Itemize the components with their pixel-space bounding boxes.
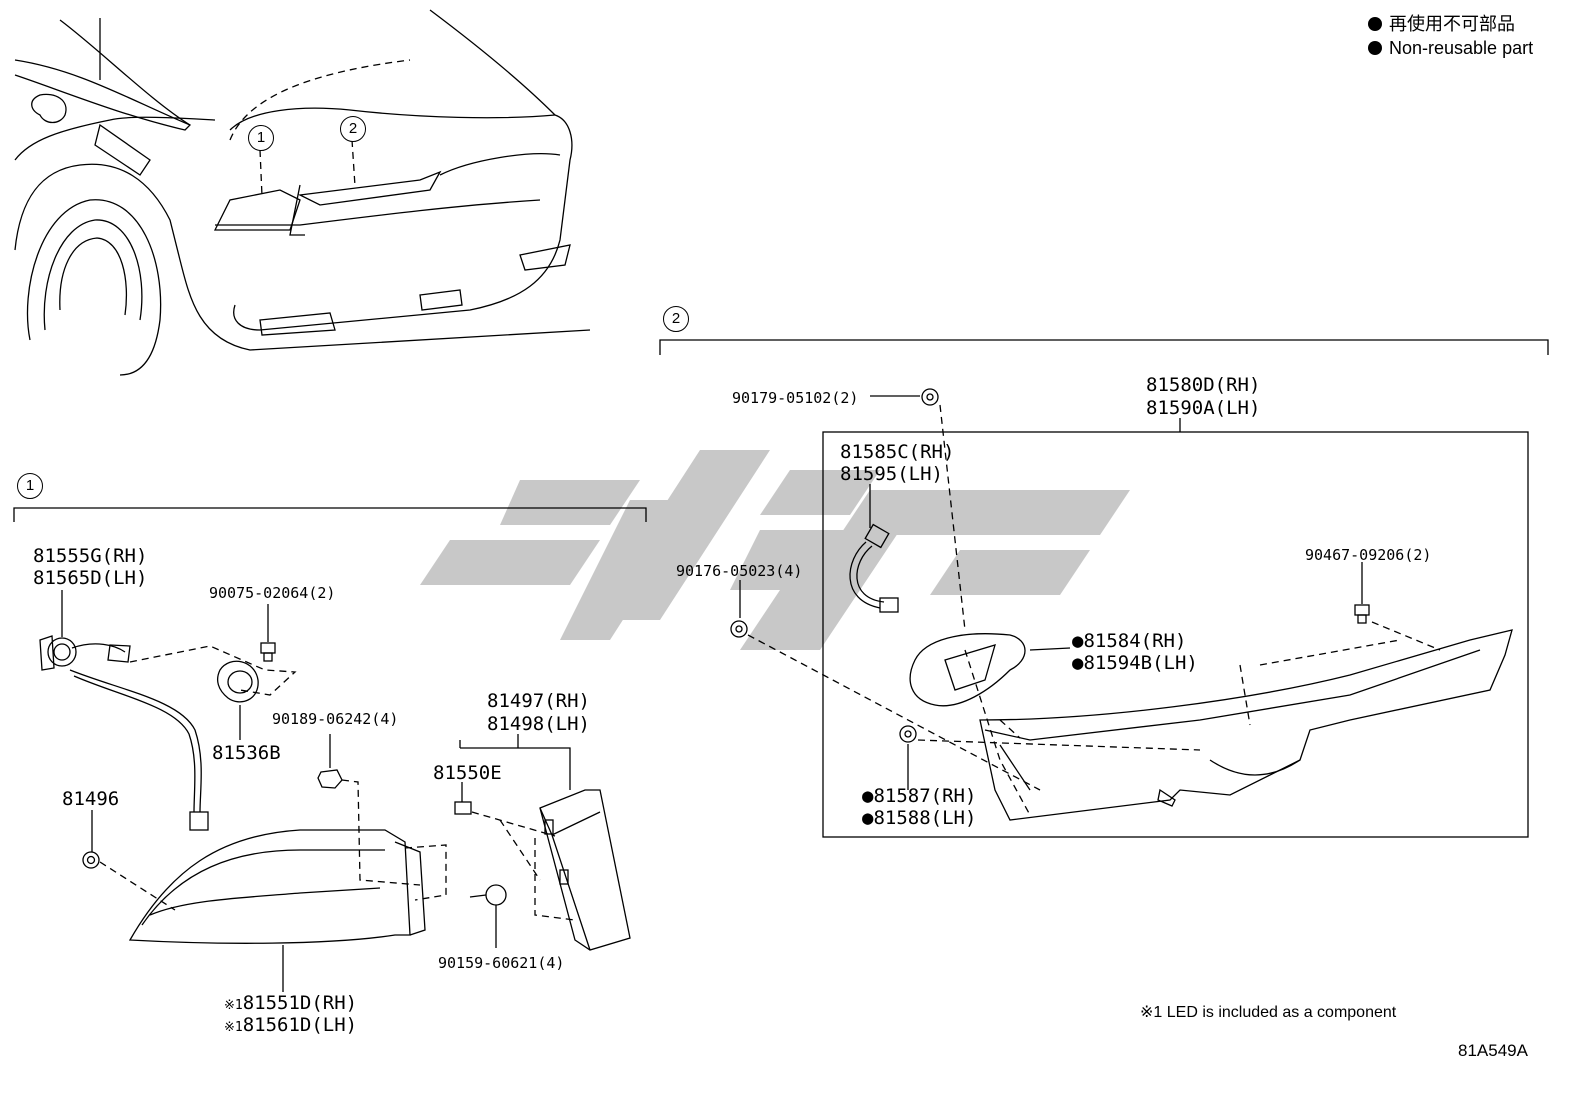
label-81550E[interactable]: 81550E [433, 762, 502, 784]
label-81551D[interactable]: ※181551D(RH) [224, 992, 357, 1017]
non-reusable-dot-icon [1368, 17, 1382, 31]
group1-bracket [13, 507, 647, 522]
overview-leaders [229, 59, 411, 197]
label-81536B[interactable]: 81536B [212, 742, 281, 764]
ref-circle-1-overview: 1 [248, 125, 274, 151]
label-81565D[interactable]: 81565D(LH) [33, 567, 148, 589]
garnish-lamp-81580D [979, 418, 1513, 821]
non-reusable-dot-icon: ● [862, 785, 874, 807]
seal-81587 [899, 725, 917, 790]
socket-wire-81555G [39, 590, 209, 831]
watermark-logo [420, 450, 1130, 650]
non-reusable-dot-icon [1368, 41, 1382, 55]
label-90176[interactable]: 90176-05023(4) [676, 562, 803, 580]
screw-90159 [469, 884, 507, 948]
legend-en-text: Non-reusable part [1389, 38, 1534, 58]
label-90159[interactable]: 90159-60621(4) [438, 954, 565, 972]
label-81584-text: 81584(RH) [1083, 630, 1187, 652]
socket-81536B [217, 660, 259, 740]
legend-jp: 再使用不可部品 [1368, 12, 1533, 36]
legend: 再使用不可部品 Non-reusable part [1368, 12, 1533, 60]
label-81588-text: 81588(LH) [873, 807, 977, 829]
group2-frame [822, 431, 1529, 838]
rear-lamp-81551D [128, 829, 426, 992]
clip-90467 [1354, 562, 1370, 624]
label-81585C[interactable]: 81585C(RH) [840, 441, 955, 463]
nut-90179 [870, 388, 939, 406]
non-reusable-dot-icon: ● [1072, 630, 1084, 652]
led-star-mark: ※1 [224, 1020, 243, 1035]
non-reusable-dot-icon: ● [862, 807, 874, 829]
label-81595[interactable]: 81595(LH) [840, 463, 943, 485]
label-81561D-text: 81561D(LH) [242, 1014, 358, 1036]
led-star-mark: ※1 [224, 998, 243, 1013]
ref-circle-1-group: 1 [17, 473, 43, 499]
label-90075[interactable]: 90075-02064(2) [209, 584, 336, 602]
label-81584[interactable]: ●81584(RH) [1072, 630, 1186, 652]
label-81590A[interactable]: 81590A(LH) [1146, 397, 1261, 419]
legend-en: Non-reusable part [1368, 36, 1533, 60]
vehicle-overview [14, 9, 591, 376]
label-81498[interactable]: 81498(LH) [487, 713, 590, 735]
nut-90189 [317, 734, 343, 789]
label-81497[interactable]: 81497(RH) [487, 690, 590, 712]
led-footnote: ※1 LED is included as a component [1140, 1004, 1397, 1021]
nut-90176 [730, 580, 748, 638]
label-81580D[interactable]: 81580D(RH) [1146, 374, 1261, 396]
label-81587-text: 81587(RH) [873, 785, 977, 807]
diagram-code: 81A549A [1458, 1041, 1528, 1060]
retainer-81550E [454, 782, 472, 815]
group2-bracket [659, 339, 1549, 355]
non-reusable-dot-icon: ● [1072, 652, 1084, 674]
ref-circle-2-group: 2 [663, 306, 689, 332]
wire-81585C [849, 484, 899, 613]
label-90179[interactable]: 90179-05102(2) [732, 389, 859, 407]
label-81561D[interactable]: ※181561D(LH) [224, 1014, 357, 1039]
label-90189[interactable]: 90189-06242(4) [272, 710, 399, 728]
label-81594B-text: 81594B(LH) [1083, 652, 1198, 674]
label-81555G[interactable]: 81555G(RH) [33, 545, 148, 567]
label-81551D-text: 81551D(RH) [242, 992, 358, 1014]
ref-circle-2-overview: 2 [340, 116, 366, 142]
bracket-81497 [459, 734, 631, 951]
label-81588[interactable]: ●81588(LH) [862, 807, 976, 829]
gasket-81584 [909, 633, 1071, 707]
grommet-81496 [82, 810, 100, 869]
label-81587[interactable]: ●81587(RH) [862, 785, 976, 807]
label-81496[interactable]: 81496 [62, 788, 120, 810]
label-90467[interactable]: 90467-09206(2) [1305, 546, 1432, 564]
legend-jp-text: 再使用不可部品 [1389, 14, 1515, 34]
screw-90075 [260, 604, 276, 662]
label-81594B[interactable]: ●81594B(LH) [1072, 652, 1198, 674]
